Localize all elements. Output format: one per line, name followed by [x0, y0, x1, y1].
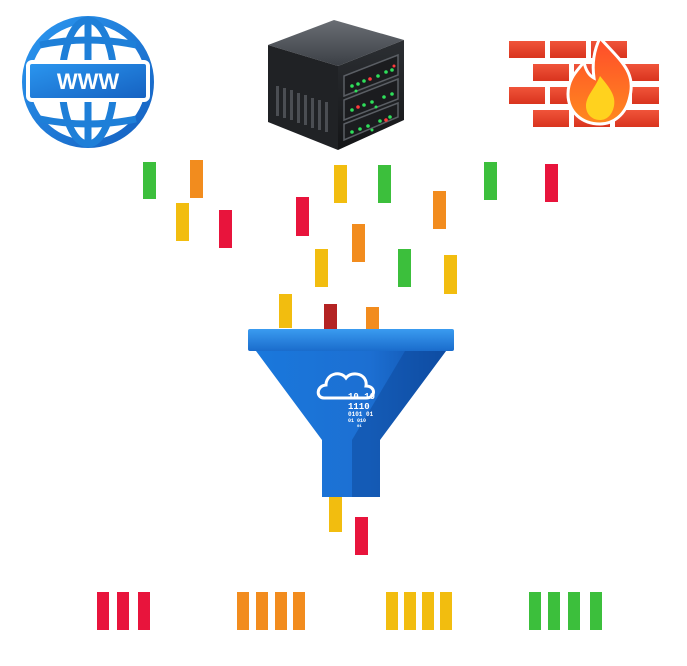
packet — [296, 197, 309, 236]
svg-text:1110: 1110 — [348, 402, 370, 412]
packet — [590, 592, 602, 630]
packet — [256, 592, 268, 630]
packet — [352, 224, 365, 262]
packet — [355, 517, 368, 555]
svg-text:01: 01 — [357, 425, 362, 429]
packet — [138, 592, 150, 630]
packet — [275, 592, 287, 630]
packet — [237, 592, 249, 630]
group-orange — [237, 592, 305, 630]
svg-text:0101 01: 0101 01 — [348, 411, 374, 418]
packet — [334, 165, 347, 203]
svg-text:10 10: 10 10 — [348, 392, 375, 402]
packet — [529, 592, 541, 630]
packet — [324, 304, 337, 330]
packet — [117, 592, 129, 630]
packet — [190, 160, 203, 198]
packet — [143, 162, 156, 199]
globe-www-icon: WWW — [22, 16, 154, 148]
firewall-icon — [509, 35, 659, 127]
packet — [422, 592, 434, 630]
packet — [329, 497, 342, 532]
outgoing-packets — [329, 497, 368, 555]
packet — [219, 210, 232, 248]
group-red — [97, 592, 150, 630]
server-rack-icon — [268, 20, 404, 150]
packet — [366, 307, 379, 329]
packet — [444, 255, 457, 294]
binary-text: 10 10 1110 0101 01 01 010 01 — [348, 392, 375, 429]
group-yellow — [386, 592, 452, 630]
sorted-groups — [97, 592, 602, 630]
www-label: WWW — [57, 69, 120, 94]
packet — [97, 592, 109, 630]
packet — [279, 294, 292, 328]
packet — [568, 592, 580, 630]
incoming-packets — [143, 160, 558, 330]
cloud-icon — [316, 372, 375, 400]
packet — [484, 162, 497, 200]
packet — [293, 592, 305, 630]
packet — [315, 249, 328, 287]
packet — [404, 592, 416, 630]
packet — [378, 165, 391, 203]
packet — [548, 592, 560, 630]
svg-text:01 010: 01 010 — [348, 418, 366, 424]
group-green — [529, 592, 602, 630]
packet — [433, 191, 446, 229]
funnel-icon: 10 10 1110 0101 01 01 010 01 — [248, 329, 454, 497]
packet — [176, 203, 189, 241]
packet — [398, 249, 411, 287]
packet — [440, 592, 452, 630]
packet — [386, 592, 398, 630]
packet — [545, 164, 558, 202]
